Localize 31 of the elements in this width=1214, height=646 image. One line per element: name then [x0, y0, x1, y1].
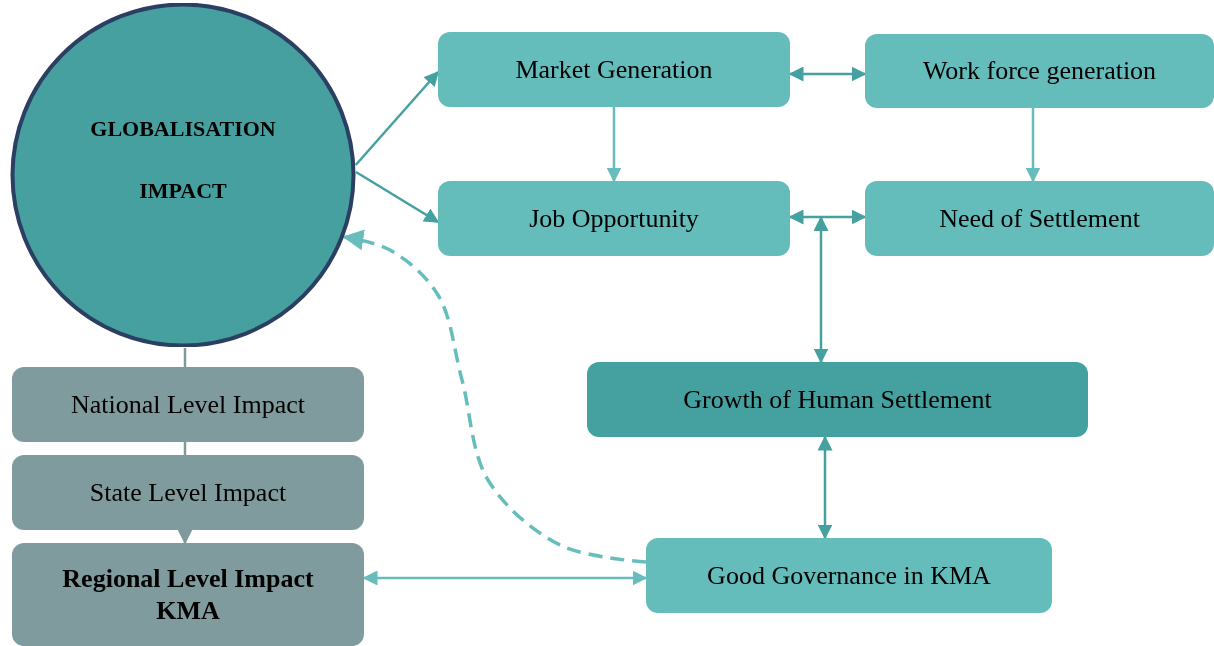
node-label: GLOBALISATION IMPACT [89, 115, 277, 205]
node-label: State Level Impact [89, 476, 287, 509]
arrow [1025, 108, 1041, 183]
process-box [865, 34, 1214, 108]
node-label: National Level Impact [71, 388, 305, 421]
level-box [12, 367, 364, 442]
arrow [355, 170, 440, 224]
process-box [865, 181, 1214, 256]
process-box [587, 362, 1088, 437]
arrow [177, 529, 193, 545]
arrow [354, 70, 439, 166]
arrow [342, 229, 647, 564]
arrow [362, 570, 648, 586]
level-box [12, 543, 364, 646]
arrow [788, 66, 867, 82]
node-label: Need of Settlement [939, 202, 1140, 235]
process-box [646, 538, 1052, 613]
connector-line [183, 348, 187, 367]
process-box [438, 181, 790, 256]
node-label: Growth of Human Settlement [683, 383, 992, 416]
arrow [788, 209, 867, 225]
node-label: Work force generation [922, 55, 1157, 87]
process-box [438, 32, 790, 107]
node-label: Market Generation [515, 53, 713, 86]
node-label: Good Governance in KMA [707, 559, 991, 592]
node-label: Regional Level Impact KMA [61, 563, 315, 626]
arrow [606, 107, 622, 183]
level-box [12, 455, 364, 530]
arrow [813, 216, 829, 364]
arrow [817, 435, 833, 540]
node-label: Job Opportunity [529, 202, 699, 235]
